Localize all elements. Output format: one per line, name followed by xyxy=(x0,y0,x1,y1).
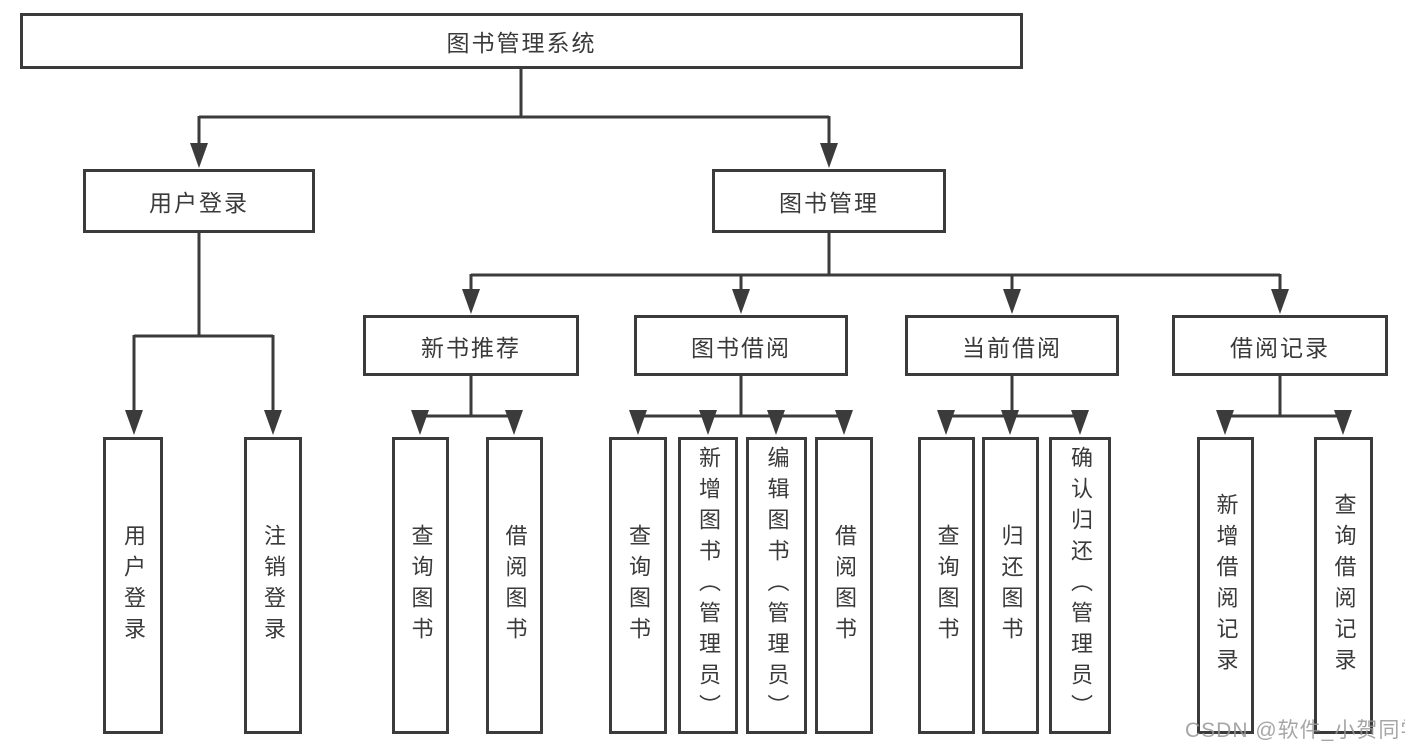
leaf-query-books-borrowing: 查询图书 xyxy=(609,437,667,734)
leaf-borrow-books-borrowing-label: 借阅图书 xyxy=(832,523,857,648)
leaf-add-book-admin: 新增图书（管理员） xyxy=(678,437,738,734)
leaf-add-borrow-record-label: 新增借阅记录 xyxy=(1213,492,1239,679)
leaf-borrow-books-recommend-label: 借阅图书 xyxy=(502,523,528,648)
node-new-book-recommend: 新书推荐 xyxy=(363,315,579,376)
node-root-system: 图书管理系统 xyxy=(20,13,1023,69)
node-book-borrowing: 图书借阅 xyxy=(634,315,848,376)
leaf-query-books-recommend: 查询图书 xyxy=(392,437,449,734)
node-book-management: 图书管理 xyxy=(712,169,946,233)
leaf-add-borrow-record: 新增借阅记录 xyxy=(1197,437,1254,734)
leaf-query-books-borrowing-label: 查询图书 xyxy=(626,523,651,648)
node-borrowing-records: 借阅记录 xyxy=(1172,315,1388,376)
leaf-confirm-return-admin: 确认归还（管理员） xyxy=(1049,437,1111,734)
node-user-login: 用户登录 xyxy=(83,169,315,233)
node-current-borrowing: 当前借阅 xyxy=(905,315,1119,376)
leaf-query-borrow-record-label: 查询借阅记录 xyxy=(1331,492,1357,679)
leaf-add-book-admin-label: 新增图书（管理员） xyxy=(696,446,721,725)
leaf-edit-book-admin-label: 编辑图书（管理员） xyxy=(764,446,790,725)
leaf-borrow-books-recommend: 借阅图书 xyxy=(486,437,543,734)
leaf-user-login-label: 用户登录 xyxy=(121,523,146,648)
csdn-watermark: CSDN @软件_小贺同学 xyxy=(1185,719,1405,742)
leaf-return-books-label: 归还图书 xyxy=(998,523,1024,648)
leaf-return-books: 归还图书 xyxy=(982,437,1039,734)
leaf-logout-label: 注销登录 xyxy=(261,523,286,648)
leaf-query-books-current-label: 查询图书 xyxy=(934,523,960,648)
leaf-query-books-current: 查询图书 xyxy=(918,437,975,734)
leaf-query-books-recommend-label: 查询图书 xyxy=(408,523,434,648)
leaf-user-login: 用户登录 xyxy=(103,437,163,734)
leaf-borrow-books-borrowing: 借阅图书 xyxy=(815,437,873,734)
leaf-confirm-return-admin-label: 确认归还（管理员） xyxy=(1068,446,1093,725)
leaf-logout: 注销登录 xyxy=(244,437,302,734)
leaf-query-borrow-record: 查询借阅记录 xyxy=(1314,437,1373,734)
leaf-edit-book-admin: 编辑图书（管理员） xyxy=(746,437,807,734)
